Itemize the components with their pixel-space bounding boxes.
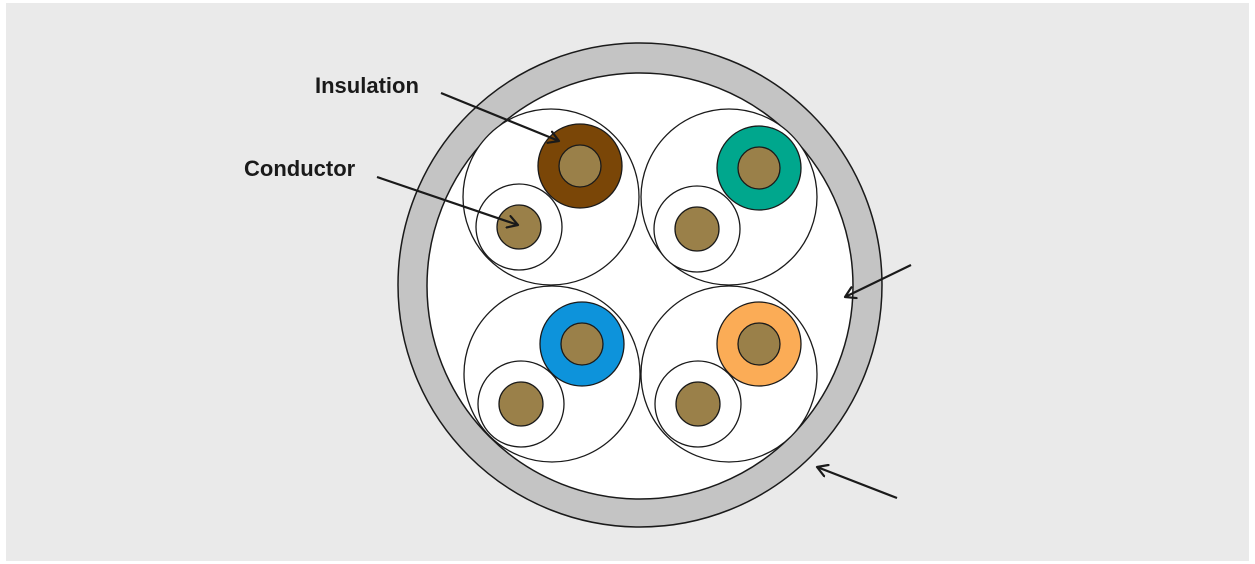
conductor-label: Conductor <box>244 156 356 181</box>
conductor-white-green <box>674 206 720 252</box>
conductor-white-orange <box>675 381 721 427</box>
insulation-arrow <box>440 91 559 141</box>
twisted-pair-brown <box>462 108 640 286</box>
conductor-green <box>737 146 781 190</box>
twisted-pair-blue <box>463 285 641 463</box>
conductor-arrow <box>376 175 518 225</box>
twisted-pair-green <box>640 108 818 286</box>
conductor-white-blue <box>498 381 544 427</box>
conductor-blue <box>560 322 604 366</box>
twisted-pair-orange <box>640 285 818 463</box>
conductor-white-brown <box>496 204 542 250</box>
core-arrow <box>845 264 912 297</box>
insulation-label: Insulation <box>315 73 419 98</box>
jacket-arrow <box>817 467 898 500</box>
conductor-orange <box>737 322 781 366</box>
conductor-brown <box>558 144 602 188</box>
